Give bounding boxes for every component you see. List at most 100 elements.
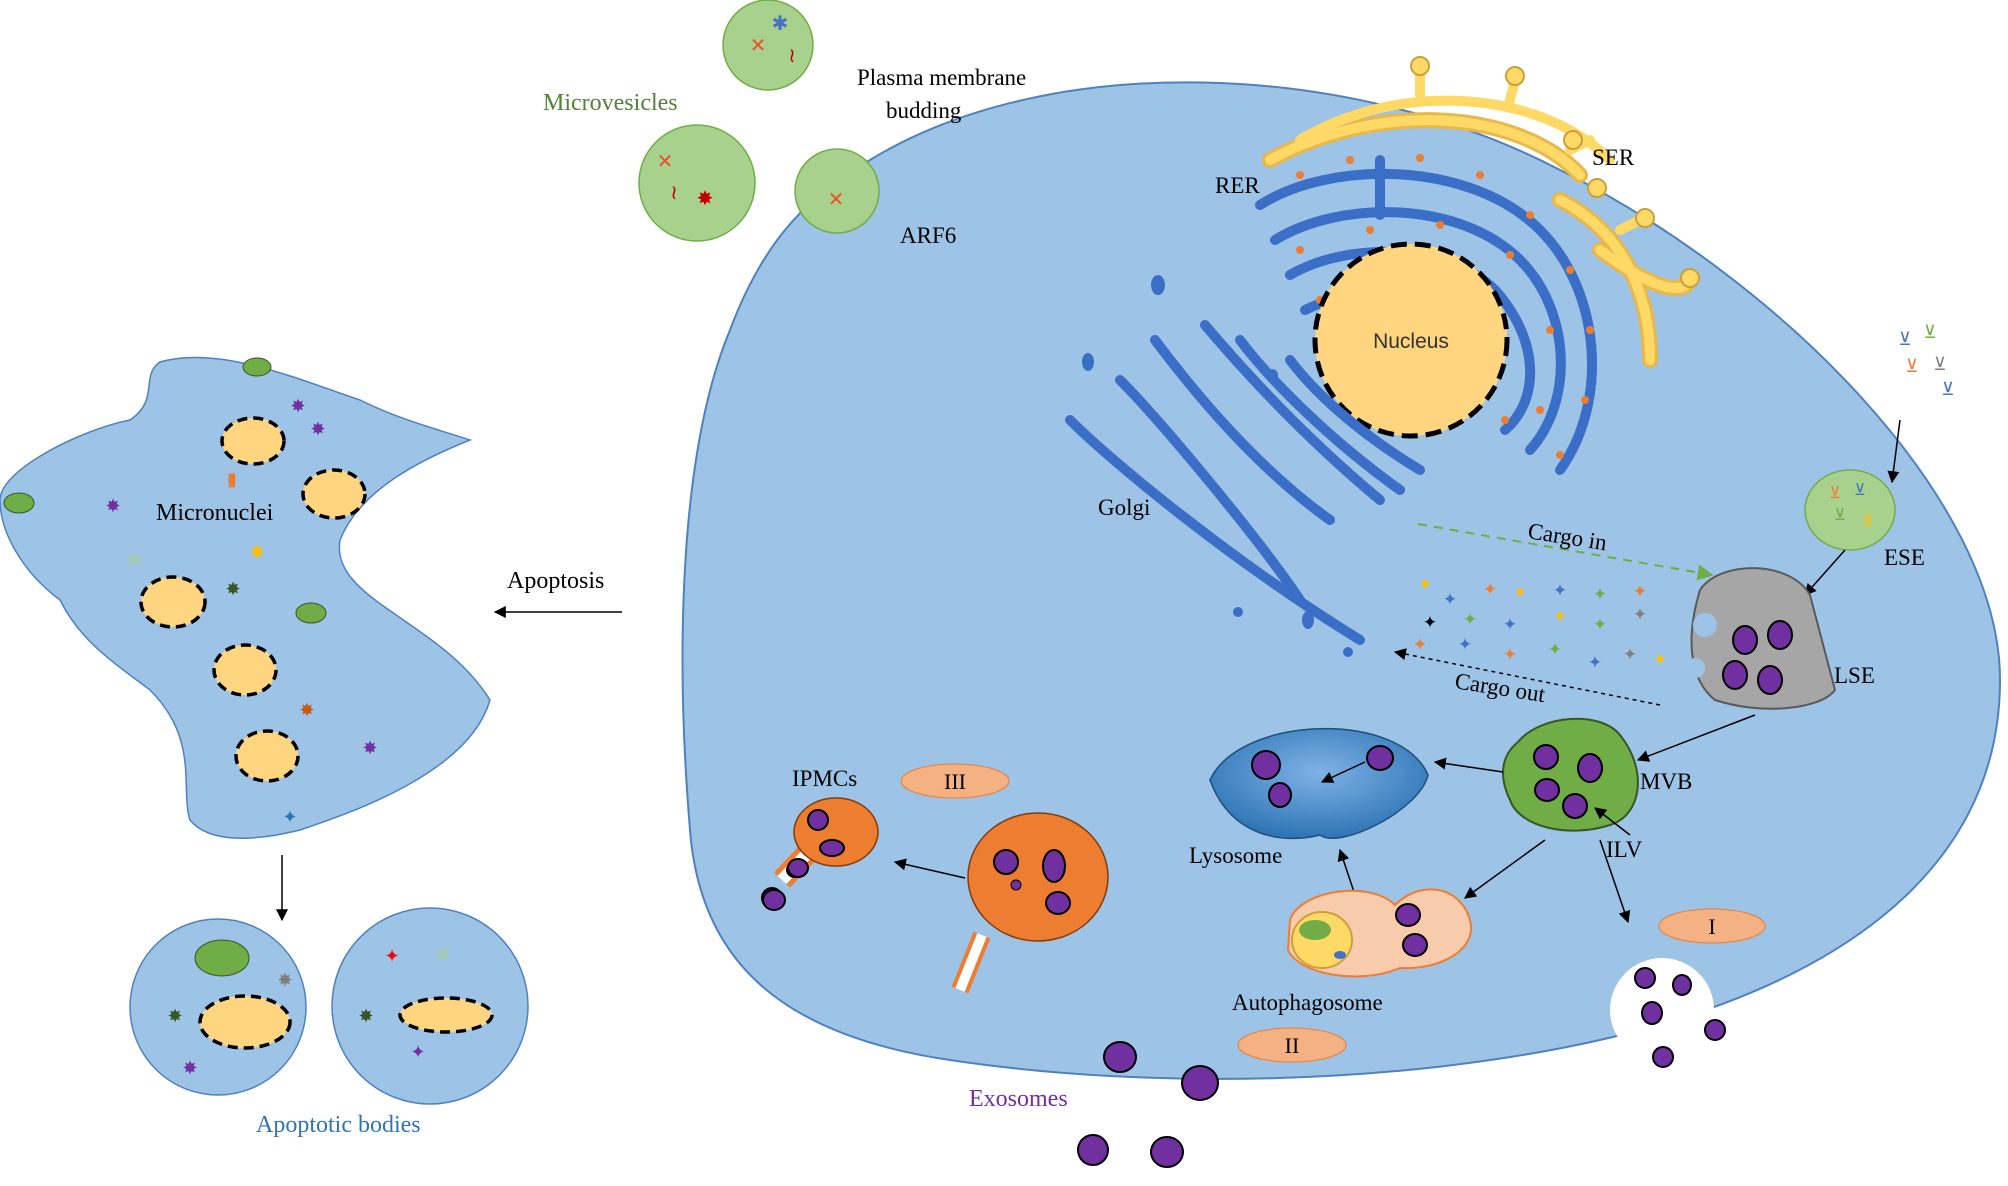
microvesicles-label: Microvesicles — [543, 90, 678, 116]
lse-label: LSE — [1834, 663, 1875, 688]
svg-text:✦: ✦ — [1463, 610, 1477, 629]
golgi-vesicles — [1082, 275, 1353, 657]
released-exosomes: Exosomes — [762, 858, 1219, 1168]
cytosolic-cargo: ✦✦ ✦✦ ✦✦ ✦✦ ✦✦ ✦✦ ✦✦ ✦✦ ✦✦ ✦✦ — [1413, 575, 1667, 672]
svg-text:✦: ✦ — [384, 946, 399, 966]
svg-text:⊻: ⊻ — [1933, 354, 1946, 374]
svg-text:✕: ✕ — [657, 151, 674, 173]
pathway-label-3: III — [900, 763, 1010, 799]
endocytic-pit: ⊻ ⊻ ⊻ ⊻ ⊻ — [1883, 318, 1967, 402]
arrow-mvb-to-autophagosome — [1464, 839, 1546, 899]
ipmcs-label: IPMCs — [792, 766, 857, 791]
svg-text:≀: ≀ — [670, 182, 678, 204]
svg-text:✦: ✦ — [1593, 585, 1607, 604]
svg-text:✦: ✦ — [1633, 605, 1647, 624]
svg-text:✸: ✸ — [182, 1058, 197, 1078]
ilv — [1732, 625, 1758, 655]
exosomes-label: Exosomes — [969, 1086, 1068, 1112]
svg-text:⊻: ⊻ — [1941, 379, 1954, 399]
pathway-label-1: I — [1658, 908, 1766, 944]
svg-text:✸: ✸ — [167, 1006, 182, 1026]
svg-text:✦: ✦ — [1548, 640, 1562, 659]
arrow-ilv — [1594, 807, 1631, 836]
arrow-autophagosome-to-lysosome — [1337, 848, 1356, 896]
svg-text:✦: ✦ — [1413, 635, 1427, 654]
micronuclei — [139, 416, 367, 783]
svg-text:✦: ✦ — [1553, 607, 1567, 626]
ilv — [1577, 753, 1603, 783]
lysosome-label: Lysosome — [1189, 843, 1282, 868]
autophagosome-label: Autophagosome — [1232, 990, 1383, 1015]
budding-vesicle — [794, 148, 880, 234]
svg-text:✦: ✦ — [1503, 645, 1517, 664]
arrow-cargo-out — [1393, 648, 1661, 706]
arrow-lse-to-mvb — [1636, 714, 1756, 762]
svg-text:✦: ✦ — [1443, 590, 1457, 609]
svg-text:⊻: ⊻ — [1834, 507, 1846, 524]
lysosome: Lysosome — [1189, 728, 1429, 868]
ilv — [1533, 744, 1559, 770]
svg-text:✸: ✸ — [299, 700, 314, 720]
svg-text:✸: ✸ — [358, 1006, 373, 1026]
svg-text:✦: ✦ — [1483, 580, 1497, 599]
svg-text:✦: ✦ — [282, 807, 297, 827]
golgi-label: Golgi — [1098, 495, 1150, 520]
svg-text:✸: ✸ — [362, 738, 377, 758]
svg-text:✦: ✦ — [1513, 583, 1527, 602]
nucleus-label: Nucleus — [1373, 330, 1449, 353]
nucleus: Nucleus — [1312, 241, 1510, 439]
arrow-mvb-to-lysosome — [1433, 757, 1504, 773]
ilv-label: ILV — [1606, 837, 1643, 862]
golgi-apparatus — [1065, 320, 1425, 645]
svg-text:✸: ✸ — [225, 579, 240, 599]
microvesicles-group: ✕ ✱ ✕ ✸ ✕ ≀ ≀ Microvesicles Plasma membr… — [543, 0, 1026, 248]
pathway-label-3-text: III — [944, 769, 966, 794]
arf6-label: ARF6 — [900, 223, 956, 248]
svg-text:✕: ✕ — [750, 35, 767, 57]
arrow-ese-to-lse — [1804, 549, 1846, 596]
rer-label: RER — [1215, 173, 1260, 198]
svg-text:✕: ✕ — [828, 189, 845, 211]
microvesicle — [638, 124, 756, 242]
early-sorting-endosome: ⊻ ⊻ ⊻ ⊻ ESE — [1804, 469, 1925, 570]
svg-text:✸: ✸ — [697, 188, 714, 210]
late-sorting-endosome: LSE — [1685, 567, 1875, 710]
svg-text:✸: ✸ — [310, 419, 325, 439]
ipmc-compartment — [951, 812, 1109, 994]
svg-text:✦: ✦ — [410, 1042, 425, 1062]
svg-text:✦: ✦ — [1593, 615, 1607, 634]
pathway-label-1-text: I — [1708, 914, 1715, 939]
svg-text:▮: ▮ — [227, 469, 237, 489]
svg-text:✦: ✦ — [1623, 645, 1637, 664]
svg-text:⊻: ⊻ — [1898, 329, 1911, 349]
svg-text:✦: ✦ — [1553, 581, 1567, 600]
endoplasmic-reticulum: Nucleus — [1255, 56, 1700, 475]
mvb-label: MVB — [1640, 769, 1692, 794]
svg-text:✦: ✦ — [1653, 650, 1667, 669]
svg-text:✸: ✸ — [105, 496, 120, 516]
pathway-label-2: II — [1237, 1027, 1347, 1063]
ilv — [1562, 793, 1588, 819]
svg-text:✦: ✦ — [1418, 575, 1432, 594]
ilv — [1767, 620, 1793, 650]
arrow-pit-to-ese — [1887, 419, 1901, 484]
apoptotic-cell-body — [0, 356, 491, 839]
svg-text:✱: ✱ — [772, 13, 789, 35]
svg-text:✦: ✦ — [1503, 615, 1517, 634]
svg-text:≋: ≋ — [435, 944, 450, 964]
svg-text:≀: ≀ — [788, 45, 796, 67]
svg-text:✦: ✦ — [1423, 613, 1437, 632]
svg-text:✦: ✦ — [1633, 582, 1647, 601]
svg-text:✸: ✸ — [277, 970, 292, 990]
budding-label: budding — [886, 98, 962, 123]
svg-text:⊻: ⊻ — [1923, 322, 1936, 342]
svg-text:✦: ✦ — [1588, 653, 1602, 672]
apoptosis-label: Apoptosis — [507, 568, 604, 594]
exosome-release-site — [1610, 958, 1726, 1068]
microvesicle — [722, 0, 814, 91]
plasma-membrane-label: Plasma membrane — [857, 65, 1026, 90]
arrow-cargo-in — [1417, 523, 1714, 581]
arrow-ipmc — [893, 858, 966, 879]
svg-text:⊻: ⊻ — [1854, 482, 1866, 499]
